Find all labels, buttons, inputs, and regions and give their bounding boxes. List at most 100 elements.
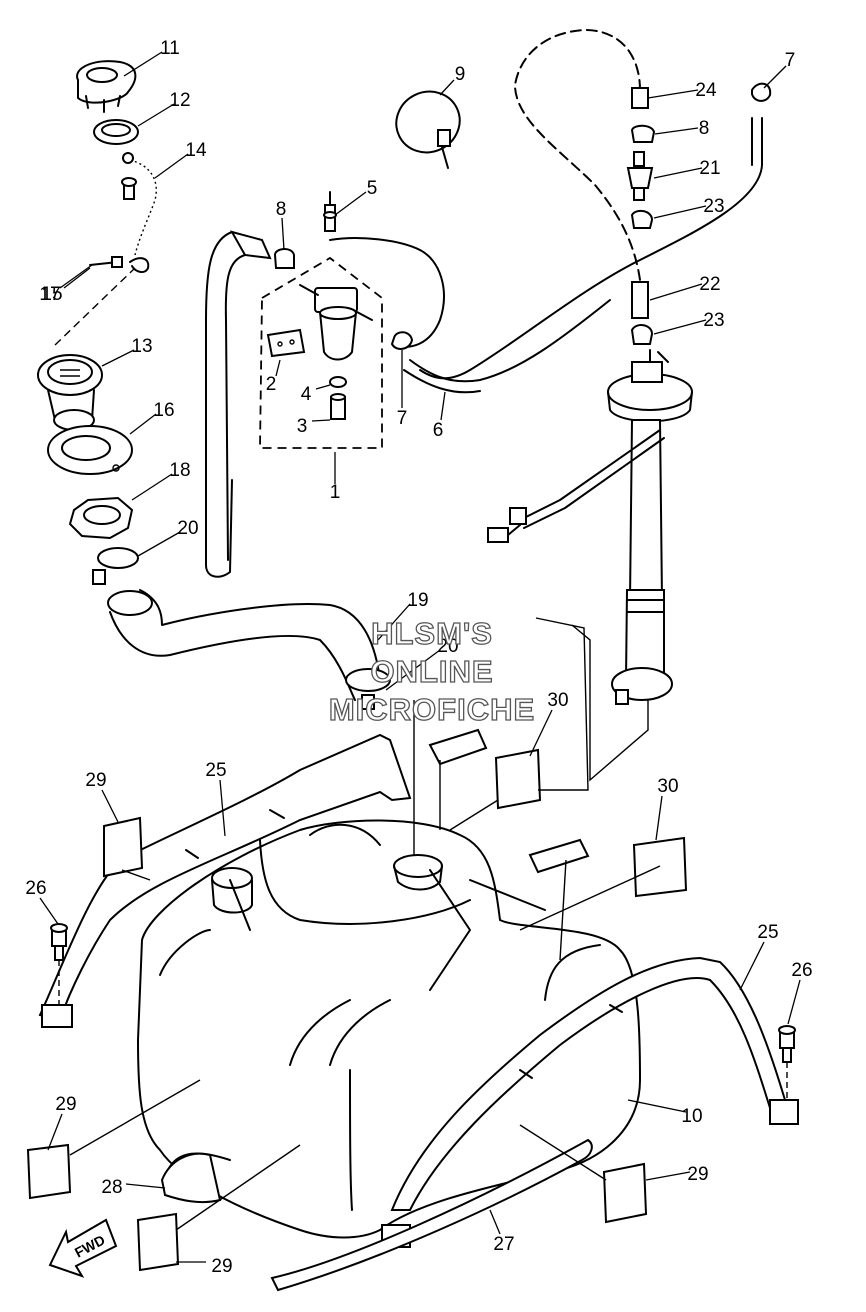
callout-13: 13 xyxy=(131,336,152,357)
callout-26: 26 xyxy=(25,878,46,899)
callout-leader-14 xyxy=(154,153,189,179)
callout-17: 17 xyxy=(39,284,60,305)
callout-leader-29 xyxy=(101,789,119,823)
callout-26: 26 xyxy=(791,960,812,981)
callout-7: 7 xyxy=(785,50,796,71)
callout-leader-25 xyxy=(739,941,765,991)
callout-24: 24 xyxy=(695,80,717,101)
callout-leader-8 xyxy=(281,217,285,251)
callout-leader-10 xyxy=(627,1099,687,1113)
filter-assembly-1 xyxy=(259,256,383,449)
tank-strap-25-left xyxy=(38,733,412,1028)
callout-29: 29 xyxy=(85,770,106,791)
bolt-26-right xyxy=(778,1025,796,1100)
callout-leader-23 xyxy=(653,205,707,219)
filler-hose-19 xyxy=(107,589,381,701)
callout-leader-2 xyxy=(275,359,281,377)
callout-27: 27 xyxy=(493,1234,514,1255)
callout-29: 29 xyxy=(687,1164,708,1185)
callout-leader-4 xyxy=(315,384,331,390)
callout-5: 5 xyxy=(367,178,378,199)
callout-18: 18 xyxy=(169,460,190,481)
tank-bottom-plate-27 xyxy=(270,1138,593,1292)
assembly-lines xyxy=(69,617,661,1231)
callout-20: 20 xyxy=(177,518,198,539)
callout-28: 28 xyxy=(101,1177,122,1198)
callout-leader-21 xyxy=(653,167,703,179)
watermark-line: ONLINE xyxy=(370,654,493,689)
vent-hose-24 xyxy=(514,29,649,281)
callout-1: 1 xyxy=(330,482,341,503)
pad-29-c xyxy=(136,1212,180,1272)
callout-15: 15 xyxy=(41,284,62,305)
filler-neck-13 xyxy=(37,267,136,431)
callout-leader-13 xyxy=(101,349,135,367)
callout-labels: 1234567788910111213141516171819202021222… xyxy=(25,38,812,1277)
callout-21: 21 xyxy=(699,158,720,179)
callout-leader-23 xyxy=(653,319,707,335)
pad-29-d xyxy=(602,1162,648,1224)
callout-leader-28 xyxy=(125,1183,166,1189)
fuel-sender-unit xyxy=(487,349,693,681)
screw-5 xyxy=(323,191,337,232)
callout-3: 3 xyxy=(297,416,308,437)
callout-leader-20 xyxy=(385,649,441,691)
callout-30: 30 xyxy=(657,776,678,797)
pad-29-b xyxy=(26,1143,72,1200)
callout-leader-29 xyxy=(47,1113,63,1151)
fuel-hose-6 xyxy=(329,237,611,394)
callout-leader-6 xyxy=(440,391,446,421)
callout-16: 16 xyxy=(153,400,174,421)
callout-8: 8 xyxy=(276,199,287,220)
forward-arrow-icon: FWD xyxy=(48,1218,118,1278)
callout-leaders xyxy=(39,51,801,1263)
callout-leader-26 xyxy=(787,979,801,1025)
callout-14: 14 xyxy=(185,140,207,161)
callout-leader-18 xyxy=(131,473,173,501)
clip-8-right xyxy=(630,124,656,143)
callout-leader-8 xyxy=(654,127,699,135)
callout-4: 4 xyxy=(301,384,312,405)
callout-29: 29 xyxy=(211,1256,232,1277)
callout-8: 8 xyxy=(699,118,710,139)
callout-leader-12 xyxy=(137,103,175,127)
callout-leader-9 xyxy=(439,79,455,96)
clip-8-left xyxy=(273,248,295,269)
hose-22 xyxy=(631,281,649,319)
callout-leader-11 xyxy=(123,51,163,77)
clip-23-lower xyxy=(630,324,654,345)
clamp-9 xyxy=(395,90,461,169)
bolt-26-left xyxy=(50,923,68,1010)
watermark-line: MICROFICHE xyxy=(329,692,535,727)
pad-29-a xyxy=(103,816,144,878)
callout-7: 7 xyxy=(397,408,408,429)
callout-leader-5 xyxy=(334,191,367,216)
callout-10: 10 xyxy=(681,1106,702,1127)
callout-leader-25 xyxy=(219,779,226,837)
callout-25: 25 xyxy=(757,922,778,943)
clamp-20-lower xyxy=(345,668,391,710)
callout-leader-29 xyxy=(645,1171,691,1181)
fuel-tank-10 xyxy=(136,819,642,1239)
callout-leader-7 xyxy=(763,65,787,89)
clip-23-upper xyxy=(630,209,654,229)
callout-23: 23 xyxy=(703,196,724,217)
callout-11: 11 xyxy=(160,38,180,59)
callout-9: 9 xyxy=(455,64,466,85)
callout-6: 6 xyxy=(433,420,444,441)
callout-leader-3 xyxy=(311,419,331,422)
screw-15 xyxy=(121,177,137,200)
pad-30-d xyxy=(632,836,688,898)
callout-leader-24 xyxy=(647,89,699,99)
callout-30: 30 xyxy=(547,690,568,711)
callout-20: 20 xyxy=(437,636,458,657)
clamp-sender xyxy=(571,624,673,782)
callout-12: 12 xyxy=(169,90,190,111)
callout-leader-30 xyxy=(529,709,553,757)
fuel-hose-left-loop xyxy=(205,230,272,578)
callout-22: 22 xyxy=(699,274,720,295)
watermark-line: HLSM'S xyxy=(371,616,493,651)
callout-leader-16 xyxy=(129,413,157,435)
chain-14 xyxy=(122,152,157,256)
